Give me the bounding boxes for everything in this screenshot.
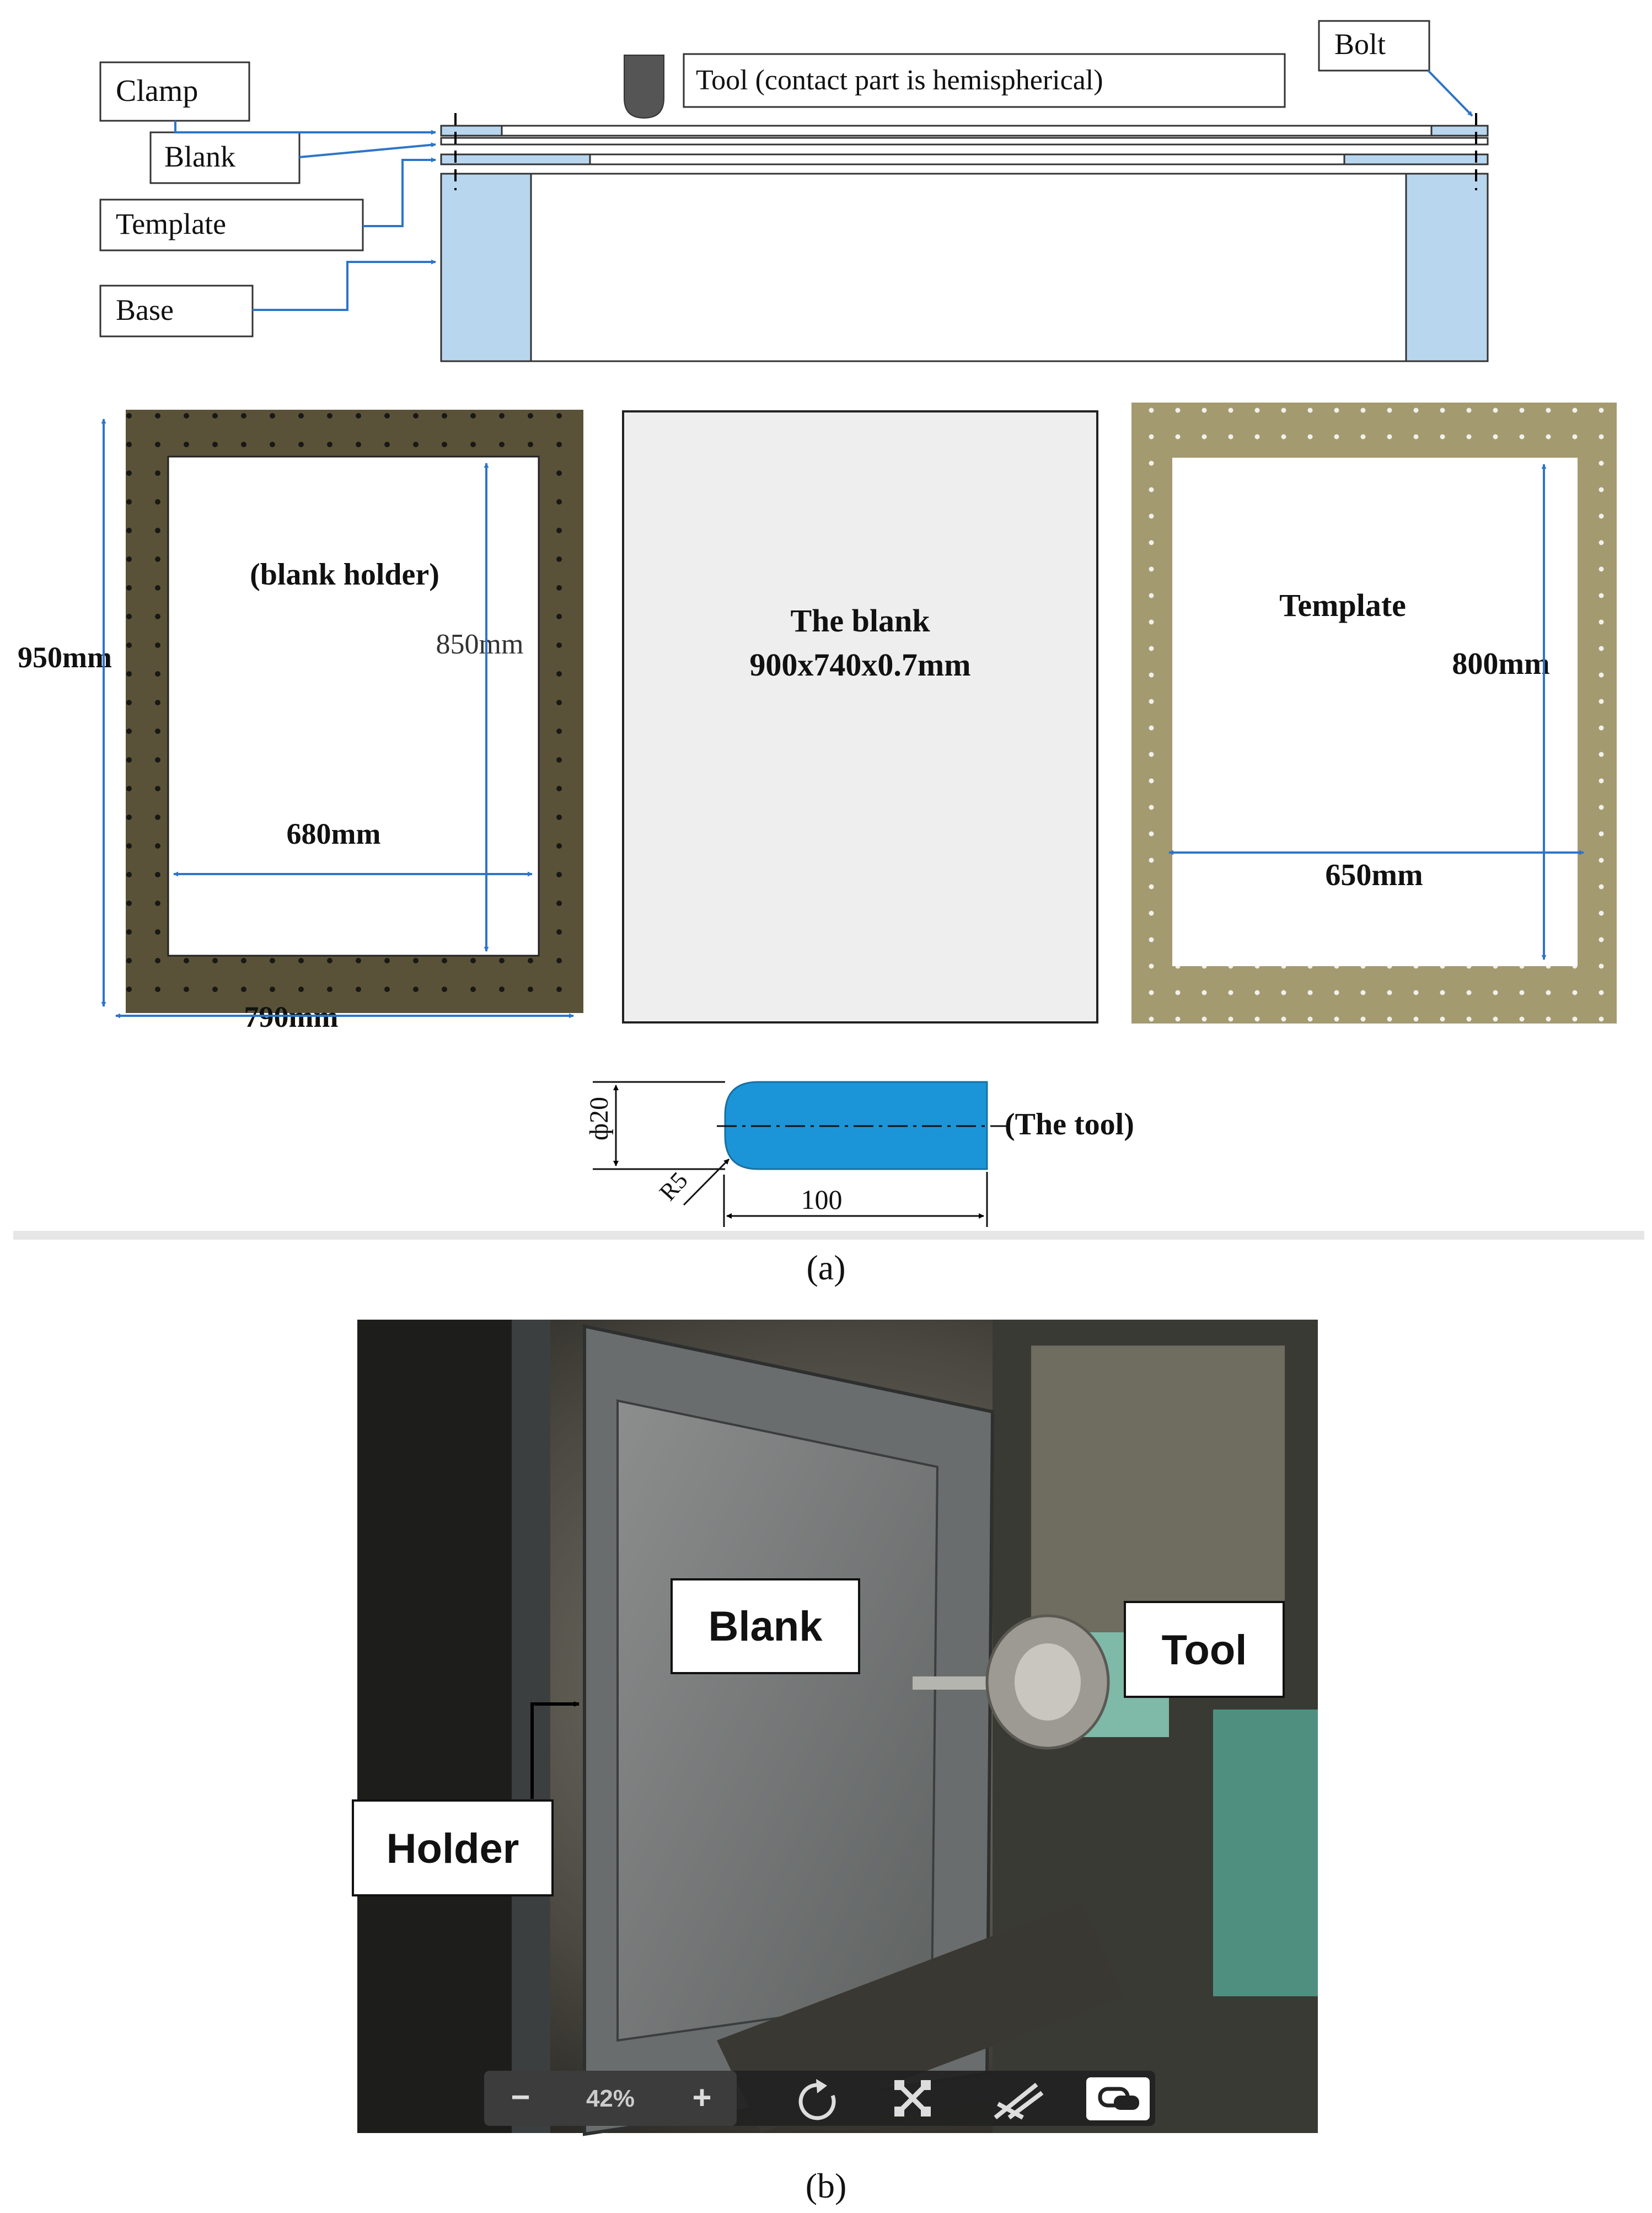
template-end-right [1343, 153, 1489, 165]
tool-length: 100 [801, 1184, 843, 1215]
photo-label-blank: Blank [671, 1578, 860, 1674]
blank-layer [440, 137, 1489, 146]
zoom-out-button[interactable]: − [511, 2078, 530, 2115]
holder-inner-width: 680mm [287, 817, 381, 850]
tool-label-box: Tool (contact part is hemispherical) [683, 53, 1286, 108]
machine-photo: Blank Tool Holder − 42% + [352, 1320, 1318, 2136]
photo-blank-sheet [616, 1399, 939, 2042]
base-body [440, 173, 1489, 362]
clamp-label-box: Clamp [99, 61, 250, 122]
photo-holder-arrow [530, 1701, 580, 1799]
bolt-leader [1427, 69, 1473, 117]
holder-title: (blank holder) [250, 558, 439, 592]
base-leg-left [440, 173, 532, 362]
template-end-left [440, 153, 591, 165]
blank-label-box: Blank [149, 131, 301, 184]
caption-a: (a) [806, 1248, 845, 1287]
template-inner-height: 800mm [1452, 647, 1549, 681]
template-inner-width: 650mm [1325, 858, 1423, 892]
blank-title: The blank [790, 603, 930, 639]
tool-radius-leader [683, 1158, 730, 1206]
template-leader [363, 157, 436, 227]
tool-icon [624, 55, 664, 119]
link-icon [1098, 2087, 1139, 2110]
fit-screen-icon[interactable] [894, 2080, 931, 2116]
photo-holder-text: Holder [387, 1825, 519, 1872]
tool-radius: R5 [654, 1167, 693, 1206]
clamp-leader [174, 121, 436, 135]
holder-plate-diagram: (blank holder) 850mm 680mm 950mm 790mm [18, 410, 583, 1033]
base-leg-right [1405, 173, 1489, 362]
clamp-end-right [1430, 125, 1489, 137]
tool-diameter: ф20 [584, 1097, 614, 1140]
bolt-label: Bolt [1334, 28, 1386, 61]
photo-left-curtain [357, 1320, 512, 2133]
viewer-toolbar: − 42% + [484, 2071, 1155, 2126]
section-divider [13, 1231, 1644, 1240]
photo-label-holder: Holder [352, 1799, 554, 1896]
zoom-control[interactable] [484, 2071, 737, 2126]
holder-window [167, 456, 540, 957]
active-tool-button[interactable] [1086, 2077, 1150, 2120]
holder-outer-height: 950mm [18, 641, 112, 674]
tool-drawing-label: (The tool) [1005, 1107, 1134, 1142]
rotate-icon[interactable] [798, 2079, 836, 2120]
blank-leader [299, 142, 436, 158]
clamp-end-left [440, 125, 503, 137]
zoom-level: 42% [586, 2085, 635, 2112]
zoom-in-button[interactable]: + [692, 2079, 711, 2116]
base-label: Base [116, 293, 174, 326]
blank-plate-diagram: The blank 900x740x0.7mm [622, 410, 1098, 1024]
clamp-label: Clamp [116, 74, 198, 108]
annotate-icon[interactable] [994, 2082, 1044, 2120]
base-leader [253, 259, 436, 311]
blank-sheet [622, 410, 1098, 1024]
caption-b: (b) [806, 2166, 847, 2205]
photo-tool-text: Tool [1162, 1627, 1247, 1674]
assembly-diagram: Clamp Blank Template Base Tool (contact … [99, 20, 1489, 362]
bolt-label-box: Bolt [1318, 20, 1430, 72]
template-title: Template [1279, 587, 1406, 623]
template-plate-diagram: Template 800mm 650mm [1131, 403, 1617, 1024]
template-layer [440, 153, 1489, 165]
base-label-box: Base [99, 285, 254, 337]
template-label-box: Template [99, 199, 364, 251]
holder-inner-height: 850mm [436, 629, 524, 660]
template-window [1172, 458, 1578, 966]
clamp-strip [440, 125, 1489, 137]
blank-label: Blank [164, 140, 235, 173]
photo-label-tool: Tool [1124, 1601, 1285, 1698]
photo-blank-text: Blank [709, 1603, 823, 1650]
blank-size: 900x740x0.7mm [749, 647, 970, 683]
tool-label: Tool (contact part is hemispherical) [696, 65, 1103, 96]
template-label: Template [116, 207, 226, 240]
tool-drawing: ф20 100 R5 (The tool) [584, 1081, 1134, 1227]
